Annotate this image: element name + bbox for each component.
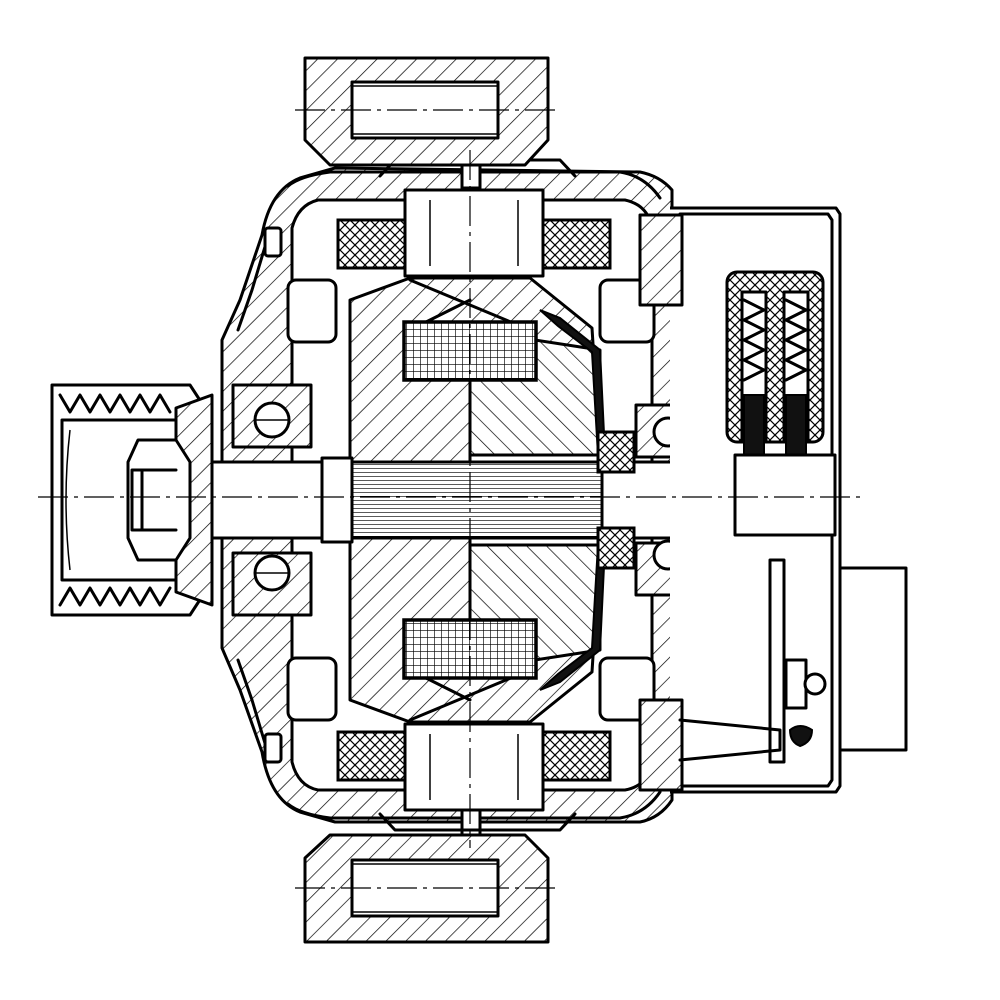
center-lines bbox=[38, 109, 862, 889]
mounting-lug-top bbox=[303, 56, 550, 167]
pulley-nut bbox=[126, 438, 192, 562]
stator bbox=[336, 188, 612, 812]
stator-core-top bbox=[403, 188, 545, 278]
rotor bbox=[348, 276, 607, 724]
terminal-connector bbox=[678, 558, 908, 764]
shaft bbox=[188, 456, 712, 544]
rotor-core-laminations bbox=[350, 460, 604, 540]
front-bearing bbox=[231, 383, 313, 617]
fan-front bbox=[286, 278, 338, 722]
stator-core-bottom bbox=[403, 722, 545, 812]
brush-holder bbox=[725, 270, 837, 537]
